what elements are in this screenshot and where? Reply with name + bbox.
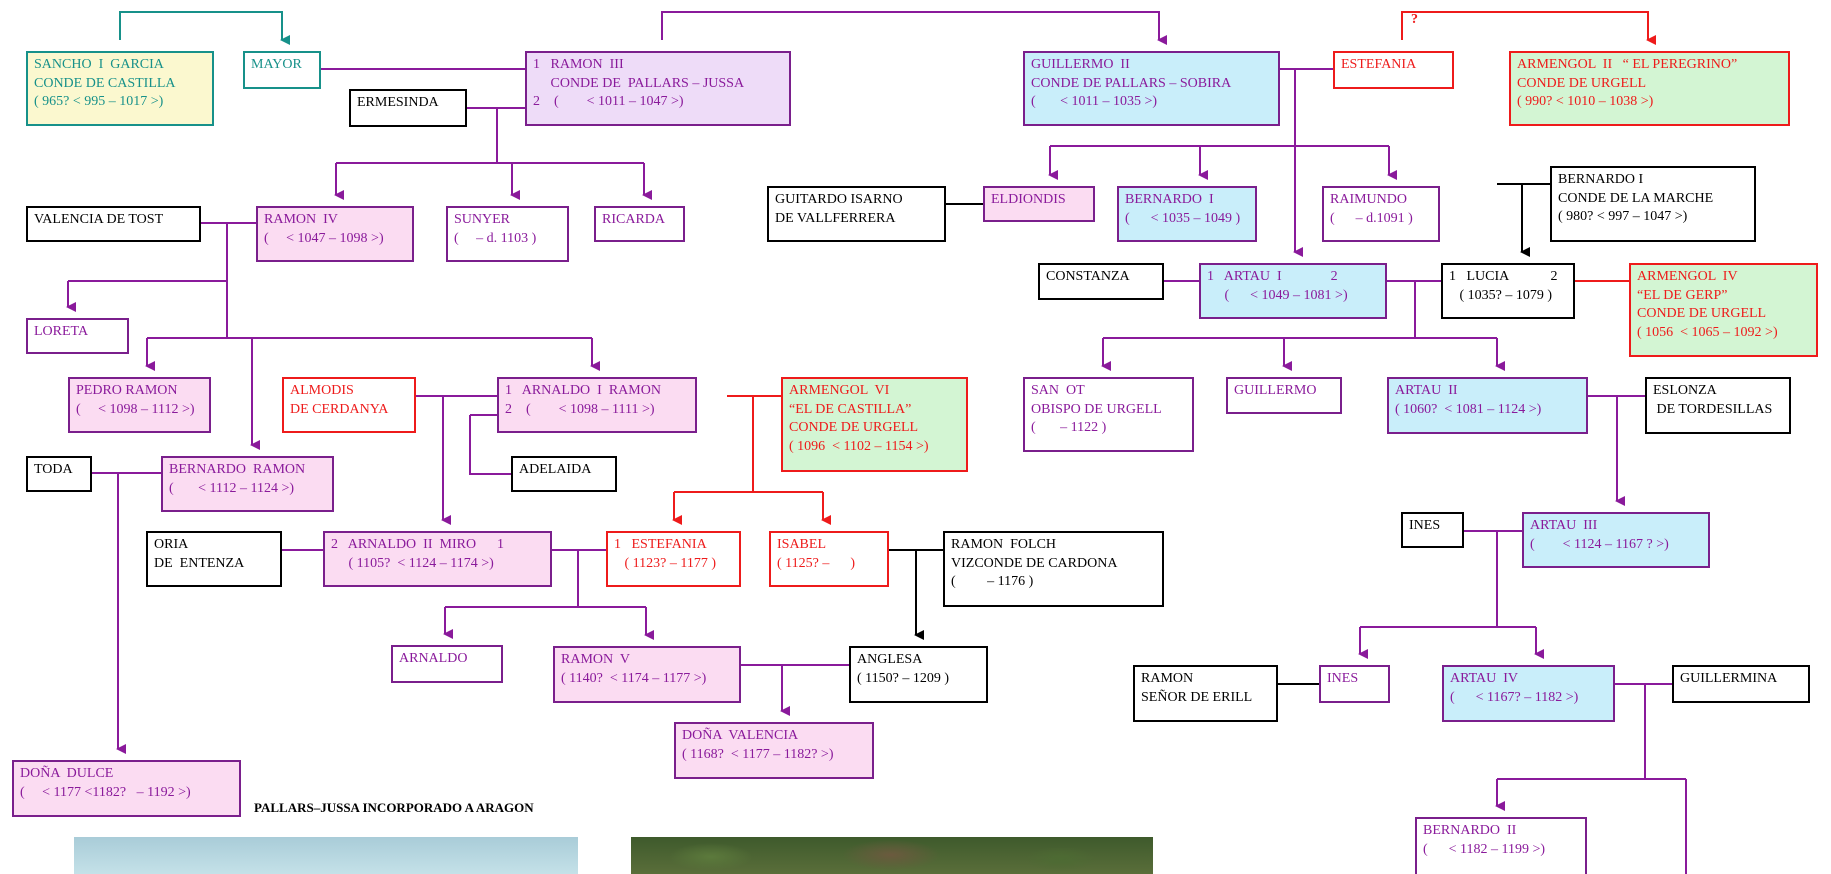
- person-artau-ii: ARTAU II ( 1060? < 1081 – 1124 >): [1387, 377, 1588, 434]
- landscape-photo: [74, 837, 578, 874]
- person-ramon-iv: RAMON IV ( < 1047 – 1098 >): [256, 206, 414, 262]
- person-bernardo-i-marche: BERNARDO I CONDE DE LA MARCHE ( 980? < 9…: [1550, 166, 1756, 242]
- person-ramon-v: RAMON V ( 1140? < 1174 – 1177 >): [553, 646, 741, 703]
- person-guillermina: GUILLERMINA: [1672, 665, 1810, 703]
- person-ines-top: INES: [1401, 512, 1464, 548]
- caption-pallars-jussa: PALLARS–JUSSA INCORPORADO A ARAGON: [254, 800, 534, 815]
- connector-line: [469, 415, 511, 475]
- person-pedro-ramon: PEDRO RAMON ( < 1098 – 1112 >): [68, 377, 211, 433]
- person-valencia-de-tost: VALENCIA DE TOST: [26, 206, 201, 242]
- person-artau-iii: ARTAU III ( < 1124 – 1167 ? >): [1522, 512, 1710, 568]
- person-arnaldo: ARNALDO: [391, 645, 503, 683]
- person-guillermo-ii: GUILLERMO II CONDE DE PALLARS – SOBIRA (…: [1023, 51, 1280, 126]
- person-san-ot: SAN OT OBISPO DE URGELL ( – 1122 ): [1023, 377, 1194, 452]
- person-raimundo: RAIMUNDO ( – d.1091 ): [1322, 186, 1440, 242]
- unknown-parent-mark: ?: [1411, 12, 1418, 27]
- person-dona-dulce: DOÑA DULCE ( < 1177 <1182? – 1192 >): [12, 760, 241, 817]
- connector-line: [661, 11, 1167, 45]
- castle-photo: [631, 837, 1153, 874]
- person-artau-i: 1 ARTAU I 2 ( < 1049 – 1081 >): [1199, 263, 1387, 319]
- person-eldiondis: ELDIONDIS: [983, 186, 1095, 222]
- person-sancho: SANCHO I GARCIA CONDE DE CASTILLA ( 965?…: [26, 51, 214, 126]
- person-isabel: ISABEL ( 1125? – ): [769, 531, 889, 587]
- person-constanza: CONSTANZA: [1038, 263, 1164, 300]
- person-guillermo: GUILLERMO: [1226, 377, 1342, 414]
- person-sunyer: SUNYER ( – d. 1103 ): [446, 206, 569, 262]
- person-ramon-erill: RAMON SEÑOR DE ERILL: [1133, 665, 1278, 722]
- person-artau-iv: ARTAU IV ( < 1167? – 1182 >): [1442, 665, 1615, 722]
- person-bernardo-ii: BERNARDO II ( < 1182 – 1199 >): [1415, 817, 1587, 874]
- person-estefania-top: ESTEFANIA: [1333, 51, 1454, 89]
- person-ramon-folch: RAMON FOLCH VIZCONDE DE CARDONA ( – 1176…: [943, 531, 1164, 607]
- person-armengol-ii: ARMENGOL II “ EL PEREGRINO” CONDE DE URG…: [1509, 51, 1790, 126]
- person-ramon-iii: 1 RAMON III CONDE DE PALLARS – JUSSA 2 (…: [525, 51, 791, 126]
- person-bernardo-ramon: BERNARDO RAMON ( < 1112 – 1124 >): [161, 456, 334, 512]
- person-arnaldo-ii-miro: 2 ARNALDO II MIRO 1 ( 1105? < 1124 – 117…: [323, 531, 552, 587]
- person-dona-valencia: DOÑA VALENCIA ( 1168? < 1177 – 1182? >): [674, 722, 874, 779]
- person-almodis: ALMODIS DE CERDANYA: [282, 377, 416, 433]
- person-armengol-iv: ARMENGOL IV “EL DE GERP” CONDE DE URGELL…: [1629, 263, 1818, 357]
- person-ermesinda: ERMESINDA: [349, 89, 467, 127]
- person-ines: INES: [1319, 665, 1390, 703]
- connector-line: [119, 11, 290, 45]
- person-armengol-vi: ARMENGOL VI “EL DE CASTILLA” CONDE DE UR…: [781, 377, 968, 472]
- person-anglesa: ANGLESA ( 1150? – 1209 ): [849, 646, 988, 703]
- person-eslonza: ESLONZA DE TORDESILLAS: [1645, 377, 1791, 434]
- person-bernardo-i: BERNARDO I ( < 1035 – 1049 ): [1117, 186, 1257, 242]
- person-loreta: LORETA: [26, 318, 129, 354]
- person-lucia: 1 LUCIA 2 ( 1035? – 1079 ): [1441, 263, 1575, 319]
- person-guitardo-isarno: GUITARDO ISARNO DE VALLFERRERA: [767, 186, 946, 242]
- person-adelaida: ADELAIDA: [511, 456, 617, 492]
- connector-line: [1401, 11, 1656, 45]
- person-oria: ORIA DE ENTENZA: [146, 531, 282, 587]
- person-toda: TODA: [26, 456, 92, 492]
- person-estefania: 1 ESTEFANIA ( 1123? – 1177 ): [606, 531, 741, 587]
- person-arnaldo-i-ramon: 1 ARNALDO I RAMON 2 ( < 1098 – 1111 >): [497, 377, 697, 433]
- person-ricarda: RICARDA: [594, 206, 685, 242]
- person-mayor: MAYOR: [243, 51, 321, 89]
